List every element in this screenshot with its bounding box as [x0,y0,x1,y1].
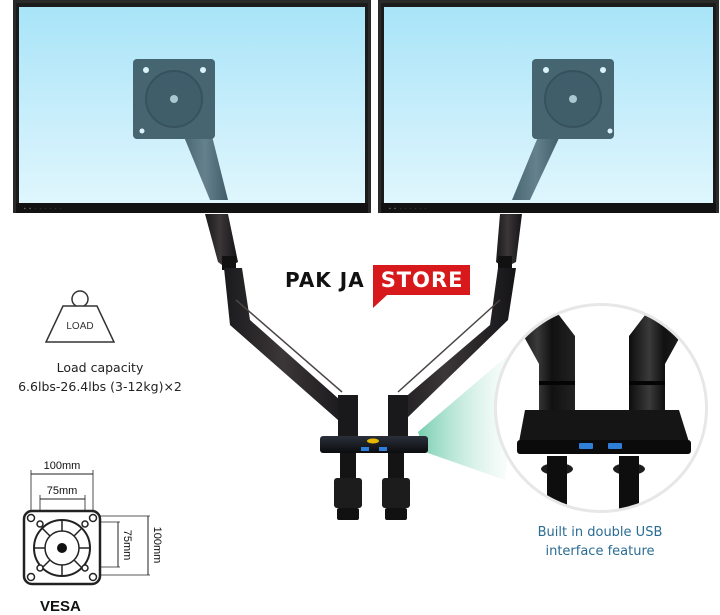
right-arm [388,214,522,437]
usb-caption-line1: Built in double USB [537,525,663,540]
brand-logo: PAK JA STORE [285,258,470,308]
weight-icon: LOAD [44,290,116,343]
usb-port-icon [608,443,622,449]
right-vesa-plate [512,59,614,200]
usb-port-icon [379,447,387,451]
vesa-outer-vertical: 100mm [151,527,163,564]
logo-text: PAK JA [285,268,365,292]
usb-port-icon [361,447,369,451]
usb-port-icon [579,443,593,449]
vesa-plate-icon [22,470,150,586]
usb-feature-caption: Built in double USB interface feature [505,523,695,561]
load-icon-label: LOAD [66,321,93,332]
right-monitor-bezel: ▪ ▪ · · · · · · [381,203,716,213]
vesa-inner-horizontal: 75mm [47,485,78,497]
left-vesa-plate [133,59,228,200]
vesa-inner-vertical: 75mm [121,530,133,561]
usb-detail-callout [494,303,708,513]
left-monitor-bezel: ▪ ▪ · · · · · · [16,203,368,213]
load-capacity-range: 6.6lbs-26.4lbs (3-12kg)×2 [18,379,182,394]
left-arm [205,214,358,437]
logo-badge: STORE [372,265,470,308]
usb-base-closeup [517,306,691,510]
usb-caption-line2: interface feature [545,544,655,559]
arm-base [320,436,428,520]
load-capacity: Load capacity 6.6lbs-26.4lbs (3-12kg)×2 [0,358,200,396]
vesa-outer-horizontal: 100mm [44,460,81,472]
vesa-label: VESA [40,598,81,615]
highlight-beam [418,345,520,480]
load-capacity-title: Load capacity [56,360,144,375]
